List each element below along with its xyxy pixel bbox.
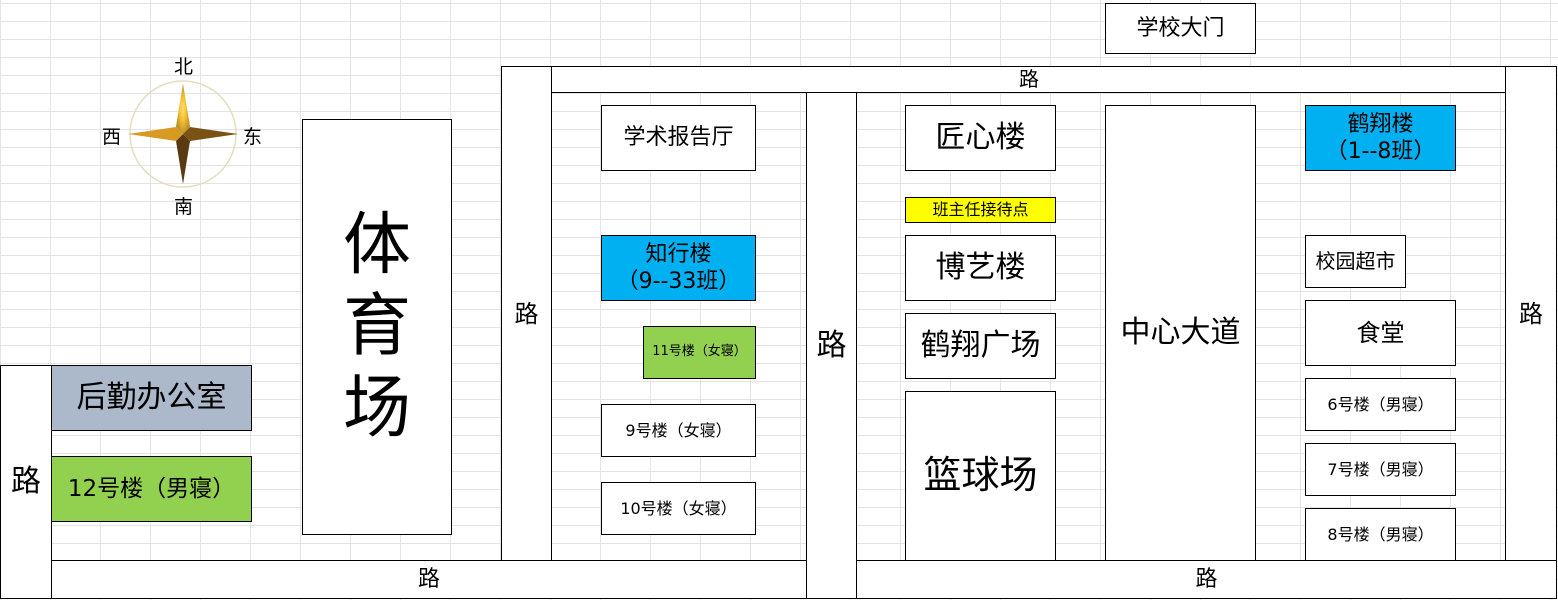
road-left-inner: 路	[501, 66, 552, 561]
lecture-hall-label: 学术报告厅	[623, 125, 734, 151]
building-9-label: 9号楼（女寝）	[625, 420, 732, 440]
road-left-inner-label: 路	[514, 299, 539, 328]
central-avenue[interactable]: 中心大道	[1105, 105, 1256, 561]
building-6-label: 6号楼（男寝）	[1327, 394, 1434, 414]
road-far-left-label: 路	[11, 464, 41, 500]
canteen-label: 食堂	[1356, 319, 1405, 347]
road-right: 路	[1505, 66, 1557, 561]
central-avenue-label: 中心大道	[1120, 315, 1241, 351]
zhixing-building-classes: （9--33班）	[616, 269, 741, 294]
building-11-label: 11号楼（女寝）	[652, 344, 747, 360]
building-10-label: 10号楼（女寝）	[620, 498, 737, 518]
stadium[interactable]: 体 育 场	[302, 119, 452, 535]
canteen[interactable]: 食堂	[1305, 300, 1456, 366]
stadium-label-1: 体	[342, 205, 411, 285]
stadium-label-3: 场	[342, 368, 411, 448]
hexiang-building-classes: （1--8班）	[1325, 139, 1436, 164]
road-center-label: 路	[816, 327, 847, 363]
school-gate[interactable]: 学校大门	[1105, 3, 1256, 54]
road-bottom-left-label: 路	[417, 566, 440, 592]
lecture-hall[interactable]: 学术报告厅	[601, 105, 756, 171]
building-6[interactable]: 6号楼（男寝）	[1305, 378, 1456, 431]
building-7-label: 7号楼（男寝）	[1327, 459, 1434, 479]
campus-supermarket-label: 校园超市	[1315, 249, 1396, 273]
compass-north: 北	[174, 56, 194, 78]
compass-east: 东	[243, 126, 263, 148]
hexiang-square-label: 鹤翔广场	[920, 328, 1041, 364]
building-8-label: 8号楼（男寝）	[1327, 524, 1434, 544]
road-right-label: 路	[1519, 299, 1543, 328]
stadium-label-2: 育	[342, 287, 411, 367]
road-top-label: 路	[1019, 67, 1039, 91]
building-10[interactable]: 10号楼（女寝）	[601, 482, 756, 535]
road-far-left: 路	[0, 365, 52, 599]
compass-rose-icon	[128, 80, 238, 188]
road-center: 路	[806, 92, 857, 599]
building-11[interactable]: 11号楼（女寝）	[643, 326, 756, 379]
basketball-court-label: 篮球场	[923, 453, 1038, 498]
building-12-label: 12号楼（男寝）	[67, 475, 236, 502]
hexiang-building-name: 鹤翔楼	[1347, 111, 1414, 137]
compass-west: 西	[102, 126, 122, 148]
building-8[interactable]: 8号楼（男寝）	[1305, 508, 1456, 561]
compass: 北 南 西 东	[100, 50, 263, 218]
school-gate-label: 学校大门	[1136, 15, 1225, 41]
boyi-building-label: 博艺楼	[935, 250, 1026, 286]
road-bottom-left: 路	[51, 560, 807, 599]
road-bottom-right: 路	[856, 560, 1557, 599]
jiangxin-building-label: 匠心楼	[935, 120, 1026, 156]
road-bottom-right-label: 路	[1195, 566, 1218, 592]
teacher-reception[interactable]: 班主任接待点	[905, 197, 1056, 223]
boyi-building[interactable]: 博艺楼	[905, 235, 1056, 301]
campus-supermarket[interactable]: 校园超市	[1305, 235, 1406, 288]
basketball-court[interactable]: 篮球场	[905, 391, 1056, 561]
compass-south: 南	[174, 196, 194, 218]
logistics-office[interactable]: 后勤办公室	[51, 365, 252, 431]
building-9[interactable]: 9号楼（女寝）	[601, 404, 756, 457]
road-top: 路	[501, 66, 1557, 93]
logistics-office-label: 后勤办公室	[76, 380, 227, 416]
hexiang-square[interactable]: 鹤翔广场	[905, 313, 1056, 379]
zhixing-building-name: 知行楼	[645, 241, 712, 267]
building-12[interactable]: 12号楼（男寝）	[51, 456, 252, 522]
teacher-reception-label: 班主任接待点	[932, 200, 1029, 219]
building-7[interactable]: 7号楼（男寝）	[1305, 443, 1456, 496]
zhixing-building[interactable]: 知行楼 （9--33班）	[601, 235, 756, 301]
hexiang-building[interactable]: 鹤翔楼 （1--8班）	[1305, 105, 1456, 171]
jiangxin-building[interactable]: 匠心楼	[905, 105, 1056, 171]
